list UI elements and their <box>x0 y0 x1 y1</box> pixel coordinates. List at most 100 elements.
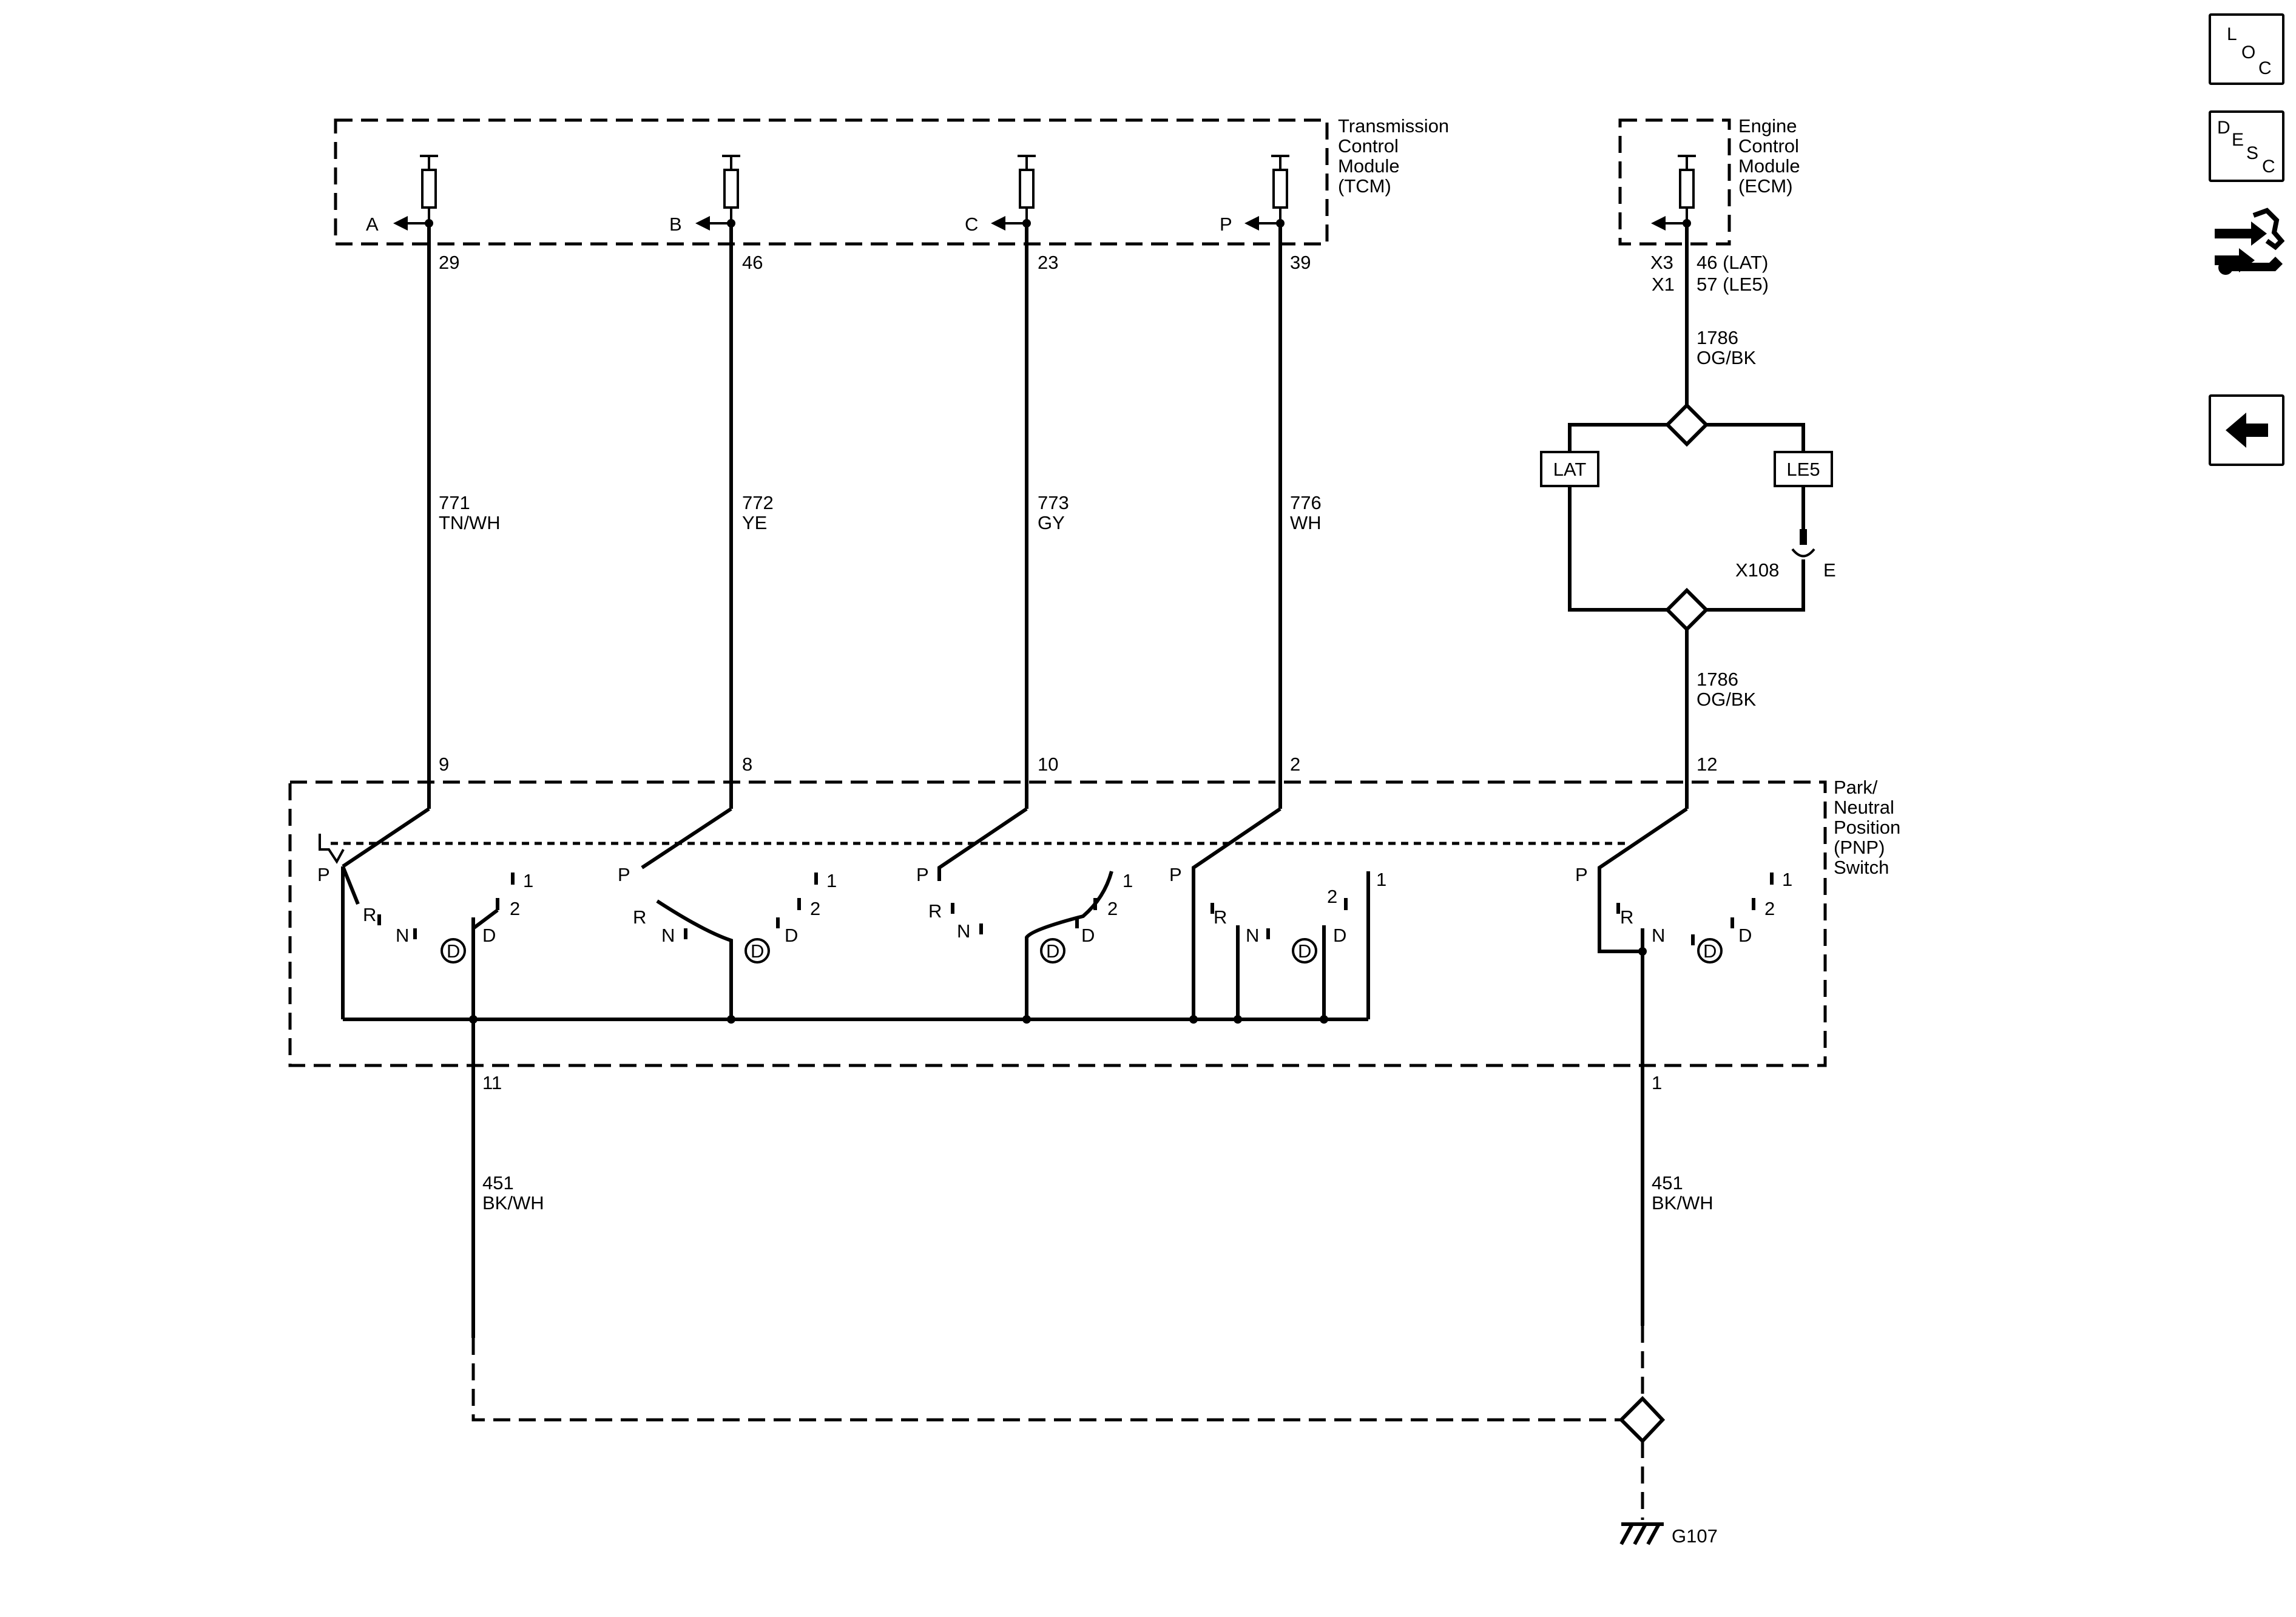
ground-circuit-right: 451 <box>1652 1172 1683 1193</box>
ecm-circuit-lower: 1786 <box>1697 669 1738 690</box>
tcm-output-c-circuit: 773 <box>1038 492 1069 513</box>
s2-pos-r: R <box>633 906 646 928</box>
pnp-label-1: Park/ <box>1834 777 1878 798</box>
ground-pin-left: 11 <box>482 1072 502 1093</box>
tcm-output-b-switch-pin: 8 <box>742 754 752 775</box>
s3-pos-1: 1 <box>1123 870 1133 891</box>
ground-color-right: BK/WH <box>1652 1192 1714 1214</box>
x108-connector <box>1791 548 1815 558</box>
ground-dashed-left <box>471 1338 1621 1422</box>
ground-splice <box>1618 1396 1666 1444</box>
ecm-label-2: Control <box>1738 135 1799 157</box>
tcm-output-p-color: WH <box>1290 512 1322 533</box>
ecm-output: X3 X1 46 (LAT) 57 (LE5) 1786 OG/BK LAT L… <box>1540 155 1836 809</box>
s4-pos-1: 1 <box>1376 869 1386 890</box>
tcm-output-b-pin: 46 <box>742 252 763 273</box>
ecm-x1-label: X1 <box>1652 274 1675 295</box>
pnp-label-3: Position <box>1834 817 1900 838</box>
ecm-x3-label: X3 <box>1650 252 1673 273</box>
pnp-label-5: Switch <box>1834 857 1889 878</box>
tcm-output-b: B 46 772 YE 8 <box>669 155 774 809</box>
tcm-label-3: Module <box>1338 155 1400 177</box>
s2-pos-1: 1 <box>826 870 837 891</box>
s5-d-circle <box>1697 938 1723 964</box>
ground-label: G107 <box>1672 1525 1718 1547</box>
s2-pos-2: 2 <box>810 898 820 919</box>
tcm-output-p-letter: P <box>1220 214 1232 235</box>
tcm-output-p-pin: 39 <box>1290 252 1311 273</box>
tcm-output-c-letter: C <box>965 214 978 235</box>
ecm-color-upper: OG/BK <box>1697 347 1757 368</box>
switch-section-4: P R N D D 2 1 <box>1169 807 1386 1019</box>
tcm-output-p-circuit: 776 <box>1290 492 1322 513</box>
ecm-module-box <box>1618 118 1731 246</box>
s3-pos-d-circled: D <box>1046 940 1059 962</box>
switch-section-5: P R N D D 2 1 <box>1575 807 1792 1326</box>
s4-d-circle <box>1292 938 1317 964</box>
s1-pos-d: D <box>482 925 496 946</box>
s5-pos-d-circled: D <box>1703 940 1717 962</box>
lat-option-label: LAT <box>1553 459 1587 480</box>
tcm-output-a-circuit: 771 <box>439 492 470 513</box>
connector-wrench-icon <box>2215 208 2285 275</box>
desc-letter-c: C <box>2262 157 2275 177</box>
tcm-output-b-circuit: 772 <box>742 492 774 513</box>
desc-letter-e: E <box>2232 130 2244 150</box>
s3-pos-p: P <box>916 864 929 885</box>
s2-pos-d-circled: D <box>751 940 764 962</box>
s3-d-circle <box>1040 938 1065 964</box>
tcm-output-c-color: GY <box>1038 512 1065 533</box>
x108-label: X108 <box>1735 559 1779 581</box>
s2-pos-n: N <box>661 925 675 946</box>
switch-section-3: P R N D D 2 1 <box>916 807 1133 1019</box>
s4-pos-p: P <box>1169 864 1182 885</box>
s4-pos-n: N <box>1246 925 1259 946</box>
s4-pos-r: R <box>1214 906 1227 928</box>
s4-pos-d-circled: D <box>1298 940 1311 962</box>
s1-pos-r: R <box>363 904 376 925</box>
s1-pos-p: P <box>317 864 330 885</box>
s2-pos-p: P <box>618 864 630 885</box>
s5-pos-r: R <box>1620 906 1633 928</box>
le5-option-label: LE5 <box>1786 459 1820 480</box>
tcm-output-a-switch-pin: 9 <box>439 754 449 775</box>
ecm-pin-le5: 57 (LE5) <box>1697 274 1769 295</box>
pnp-label-4: (PNP) <box>1834 837 1885 858</box>
linkage-symbol <box>319 834 345 864</box>
desc-letter-d: D <box>2217 118 2230 138</box>
tcm-output-p: P 39 776 WH 2 <box>1220 155 1322 809</box>
tcm-label-1: Transmission <box>1338 115 1449 137</box>
location-button[interactable]: L O C <box>2209 13 2284 85</box>
back-button[interactable] <box>2209 394 2284 466</box>
s5-pos-d: D <box>1738 925 1752 946</box>
ground-pin-right: 1 <box>1652 1072 1662 1093</box>
s5-pos-p: P <box>1575 864 1588 885</box>
s5-pos-2: 2 <box>1764 898 1775 919</box>
pnp-switch-box <box>288 780 1827 1067</box>
tcm-output-a: A 29 771 TN/WH 9 <box>366 155 501 809</box>
switch-section-1: P R N D D 2 1 <box>317 807 533 1019</box>
s2-d-circle <box>745 938 770 964</box>
ecm-circuit-upper: 1786 <box>1697 327 1738 348</box>
tcm-output-p-switch-pin: 2 <box>1290 754 1300 775</box>
s4-pos-d: D <box>1333 925 1346 946</box>
s3-pos-n: N <box>957 920 970 942</box>
ecm-label-3: Module <box>1738 155 1800 177</box>
ecm-splice-upper <box>1664 402 1709 447</box>
description-button[interactable]: D E S C <box>2209 110 2284 182</box>
loc-letter-o: O <box>2241 42 2256 62</box>
loc-letter-c: C <box>2258 58 2272 78</box>
ground-color-left: BK/WH <box>482 1192 544 1214</box>
tcm-label-2: Control <box>1338 135 1399 157</box>
s4-pos-2: 2 <box>1327 886 1337 907</box>
connector-repair-button[interactable] <box>2209 203 2285 282</box>
ecm-pin-lat: 46 (LAT) <box>1697 252 1768 273</box>
s5-pos-1: 1 <box>1782 869 1792 890</box>
switch-section-2: P R N D D 2 1 <box>618 807 837 1019</box>
ground-symbol-icon <box>1619 1522 1664 1545</box>
s1-d-circle <box>441 938 466 964</box>
tcm-output-b-letter: B <box>669 214 682 235</box>
s1-pos-d-circled: D <box>447 940 460 962</box>
ecm-splice-lower <box>1664 587 1709 632</box>
